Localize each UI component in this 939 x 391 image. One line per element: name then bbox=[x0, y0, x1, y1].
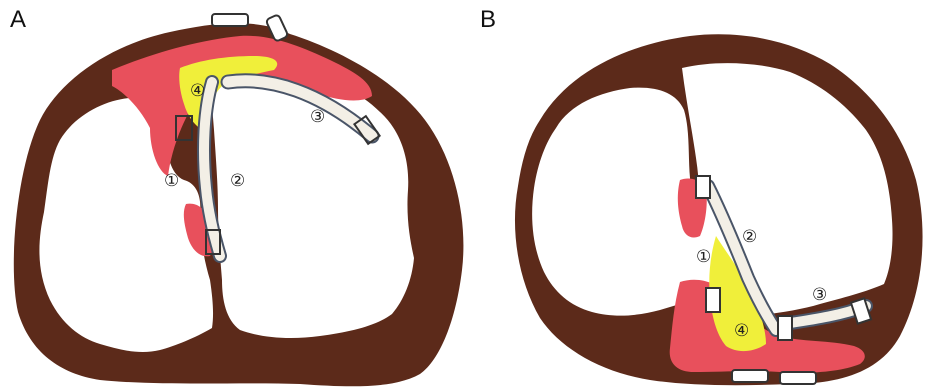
electrode-b-6 bbox=[780, 372, 816, 384]
label-three-b: ③ bbox=[812, 285, 827, 305]
electrode-b-1 bbox=[696, 176, 710, 198]
electrode-b-5 bbox=[732, 370, 768, 382]
label-three-a: ③ bbox=[310, 107, 325, 127]
electrode-b-3 bbox=[778, 316, 792, 340]
heart-diagram-a: ① ② ③ ④ bbox=[0, 0, 470, 391]
label-four-b: ④ bbox=[734, 321, 749, 341]
panel-a: A ① ② ③ ④ bbox=[0, 0, 470, 391]
label-one-b: ① bbox=[696, 247, 711, 267]
heart-diagram-b: ① ② ③ ④ bbox=[470, 0, 939, 391]
panel-b: B ① ② ③ ④ bbox=[470, 0, 939, 391]
label-two-b: ② bbox=[742, 227, 757, 247]
electrode-a-1 bbox=[212, 14, 248, 26]
label-two-a: ② bbox=[230, 171, 245, 191]
label-one-a: ① bbox=[164, 171, 179, 191]
electrode-b-2 bbox=[706, 288, 720, 312]
label-four-a: ④ bbox=[190, 81, 205, 101]
